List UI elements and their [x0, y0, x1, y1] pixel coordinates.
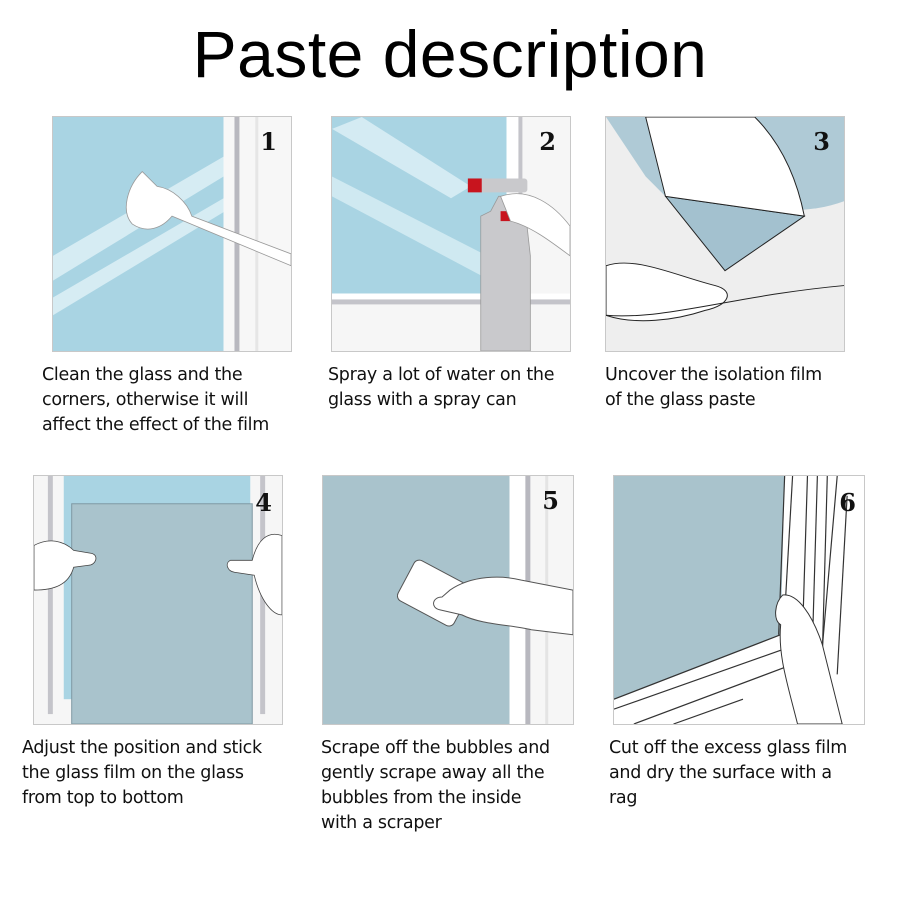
- hand-wiping-glass-icon: [53, 117, 291, 351]
- hands-holding-film-icon: [34, 476, 282, 724]
- step-6-caption: Cut off the excess glass film and dry th…: [609, 738, 848, 808]
- scraper-card-icon: [323, 476, 573, 724]
- step-number: 6: [839, 488, 856, 517]
- step-5-caption: Scrape off the bubbles and gently scrape…: [321, 738, 550, 833]
- cutting-film-edge-icon: [614, 476, 864, 724]
- spray-bottle-icon: [332, 117, 570, 351]
- peeling-film-icon: [606, 117, 844, 351]
- step-number: 5: [542, 486, 559, 515]
- step-2-caption: Spray a lot of water on the glass with a…: [328, 365, 555, 410]
- step-number: 2: [539, 127, 556, 156]
- step-3-caption: Uncover the isolation film of the glass …: [605, 365, 822, 410]
- step-5-panel: 5: [322, 475, 574, 725]
- step-number: 3: [813, 127, 830, 156]
- step-number: 4: [255, 488, 272, 517]
- step-4-panel: 4: [33, 475, 283, 725]
- step-number: 1: [260, 127, 277, 156]
- step-2-panel: 2: [331, 116, 571, 352]
- step-3-panel: 3: [605, 116, 845, 352]
- step-1-panel: 1: [52, 116, 292, 352]
- step-6-panel: 6: [613, 475, 865, 725]
- step-1-caption: Clean the glass and the corners, otherwi…: [42, 365, 269, 435]
- page-title: Paste description: [192, 17, 708, 91]
- step-4-caption: Adjust the position and stick the glass …: [22, 738, 262, 808]
